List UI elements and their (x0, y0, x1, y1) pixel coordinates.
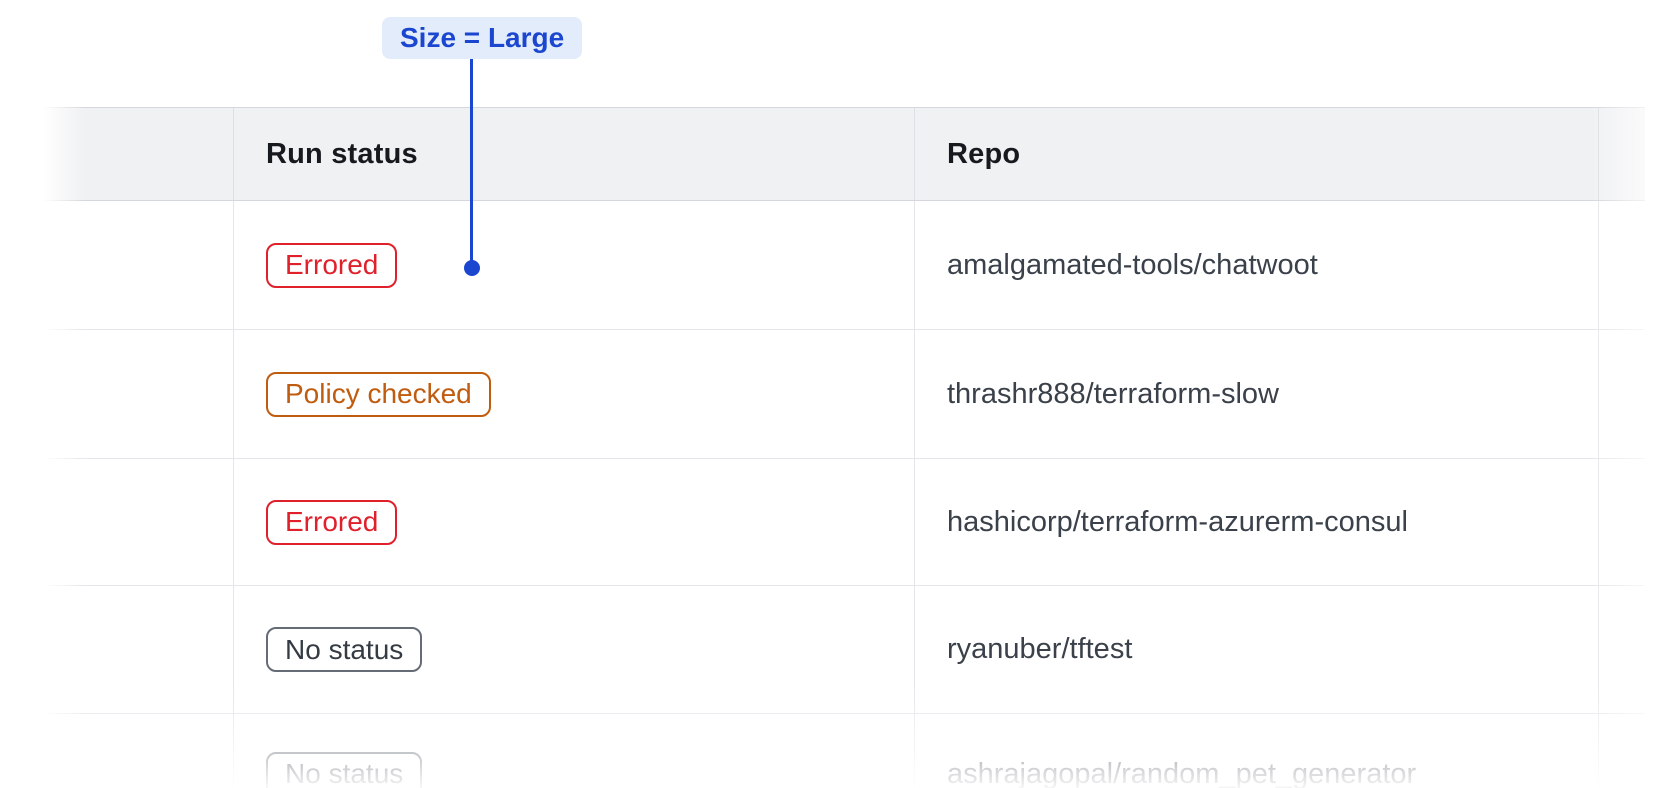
trailing-cell (1598, 330, 1645, 458)
status-badge: No status (266, 751, 423, 788)
table-header-row: Run status Repo (43, 107, 1645, 201)
run-status-cell: No status (233, 586, 914, 713)
run-status-cell: Errored (233, 459, 914, 585)
header-cell-trailing (1598, 108, 1645, 200)
status-badge: No status (266, 627, 423, 672)
table-row[interactable]: Errored amalgamated-tools/chatwoot (43, 201, 1645, 330)
runs-table: Run status Repo Errored amalgamated-tool… (43, 107, 1645, 788)
table-row[interactable]: Errored hashicorp/terraform-azurerm-cons… (43, 459, 1645, 586)
status-badge: Errored (266, 499, 398, 545)
trailing-cell (1598, 714, 1645, 788)
run-status-cell: Policy checked (233, 330, 914, 458)
table-row[interactable]: No status ashrajagopal/random_pet_genera… (43, 714, 1645, 788)
status-badge: Errored (266, 242, 398, 288)
trailing-cell (1598, 586, 1645, 713)
repo-cell: amalgamated-tools/chatwoot (914, 201, 1598, 329)
trailing-cell (1598, 201, 1645, 329)
spacer-cell (43, 330, 233, 458)
repo-cell: thrashr888/terraform-slow (914, 330, 1598, 458)
header-cell-run-status: Run status (233, 108, 914, 200)
spacer-cell (43, 201, 233, 329)
repo-cell: ryanuber/tftest (914, 586, 1598, 713)
spacer-cell (43, 586, 233, 713)
trailing-cell (1598, 459, 1645, 585)
annotation-connector-line (470, 59, 473, 261)
repo-cell: hashicorp/terraform-azurerm-consul (914, 459, 1598, 585)
status-badge: Policy checked (266, 371, 491, 417)
annotation-connector-dot (464, 260, 480, 276)
table-row[interactable]: No status ryanuber/tftest (43, 586, 1645, 714)
spacer-cell (43, 459, 233, 585)
header-cell-repo: Repo (914, 108, 1598, 200)
header-cell-spacer (43, 108, 233, 200)
repo-cell: ashrajagopal/random_pet_generator (914, 714, 1598, 788)
table-row[interactable]: Policy checked thrashr888/terraform-slow (43, 330, 1645, 459)
spacer-cell (43, 714, 233, 788)
annotation-callout: Size = Large (382, 17, 583, 59)
run-status-cell: No status (233, 714, 914, 788)
run-status-cell: Errored (233, 201, 914, 329)
